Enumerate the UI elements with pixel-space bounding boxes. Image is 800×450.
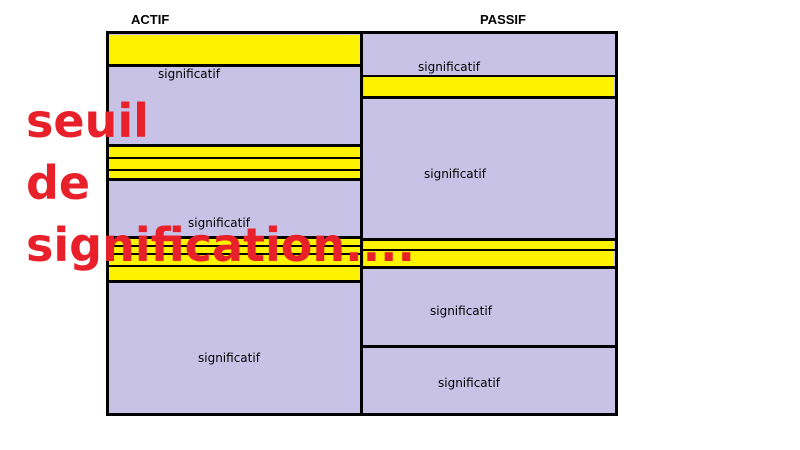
seuil-de-signification-annotation: seuil de signification.... <box>26 90 415 276</box>
actif-line <box>106 245 362 247</box>
passif-top-label: significatif <box>418 60 480 74</box>
passif-highlight-band-1 <box>364 76 614 96</box>
passif-lower-label: significatif <box>430 304 492 318</box>
actif-header: ACTIF <box>131 12 170 27</box>
actif-line <box>106 169 362 171</box>
balance-sheet-diagram: significatif significatif significatif s… <box>106 31 618 416</box>
actif-top-label: significatif <box>158 67 220 81</box>
actif-highlight-band-3 <box>108 236 361 280</box>
passif-bottom-label: significatif <box>438 376 500 390</box>
annotation-line-3: signification.... <box>26 218 416 272</box>
actif-line <box>106 64 362 67</box>
passif-line <box>362 75 618 77</box>
actif-highlight-band-2 <box>108 146 361 180</box>
actif-middle-label: significatif <box>188 216 250 230</box>
annotation-line-1: seuil <box>26 94 149 148</box>
passif-middle-label: significatif <box>424 167 486 181</box>
passif-line <box>362 238 618 241</box>
column-divider <box>360 31 363 416</box>
actif-highlight-band-1 <box>108 35 361 65</box>
passif-line <box>362 96 618 99</box>
actif-line <box>106 265 362 267</box>
annotation-line-2: de <box>26 156 91 210</box>
passif-line <box>362 345 618 348</box>
border-left <box>106 31 109 416</box>
passif-line <box>362 249 618 251</box>
actif-line <box>106 178 362 181</box>
passif-highlight-band-2 <box>364 238 614 268</box>
actif-bottom-label: significatif <box>198 351 260 365</box>
actif-line <box>106 144 362 147</box>
actif-line <box>106 280 362 283</box>
passif-line <box>362 266 618 269</box>
actif-line <box>106 236 362 239</box>
actif-line <box>106 157 362 159</box>
border-right <box>615 31 618 416</box>
passif-header: PASSIF <box>480 12 526 27</box>
actif-line <box>106 253 362 255</box>
